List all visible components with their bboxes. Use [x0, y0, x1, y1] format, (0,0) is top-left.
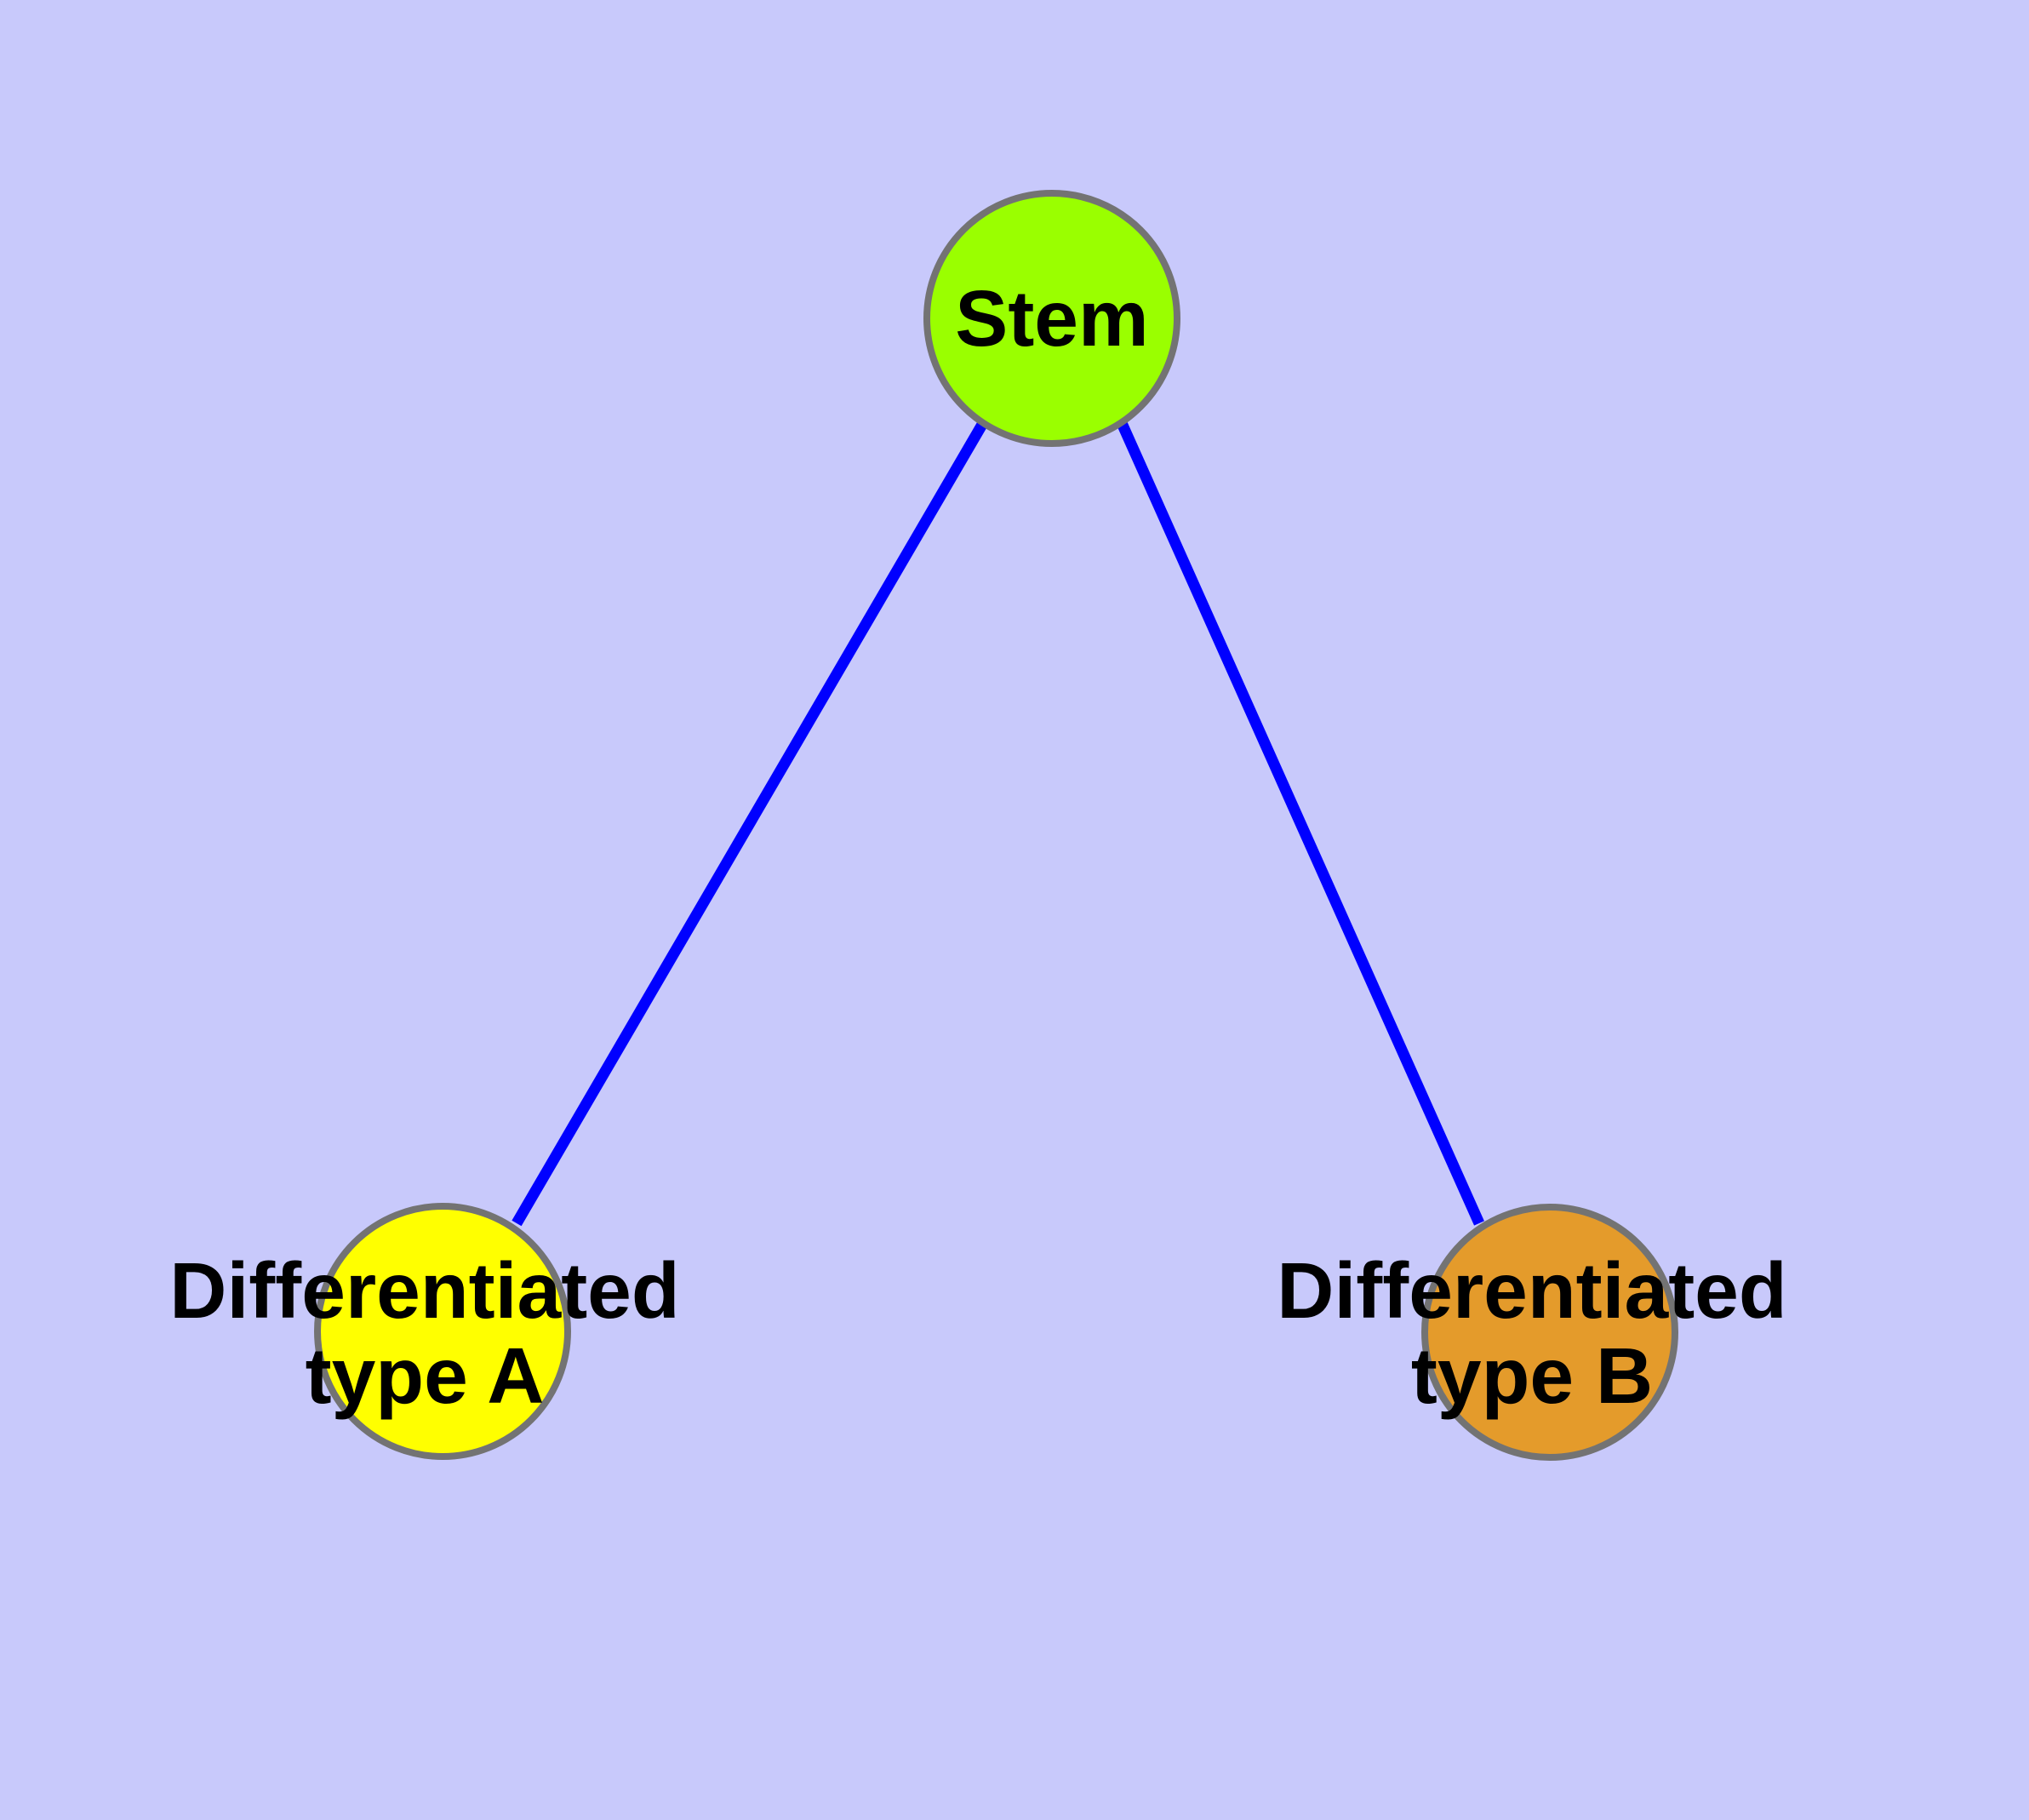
edge-stem-to-diff-b[interactable]: [1117, 421, 1484, 1226]
edge-stem-to-diff-a[interactable]: [512, 420, 988, 1227]
node-stem[interactable]: [923, 190, 1180, 447]
node-diff-a[interactable]: [314, 1203, 571, 1460]
node-diff-b[interactable]: [1421, 1204, 1678, 1461]
